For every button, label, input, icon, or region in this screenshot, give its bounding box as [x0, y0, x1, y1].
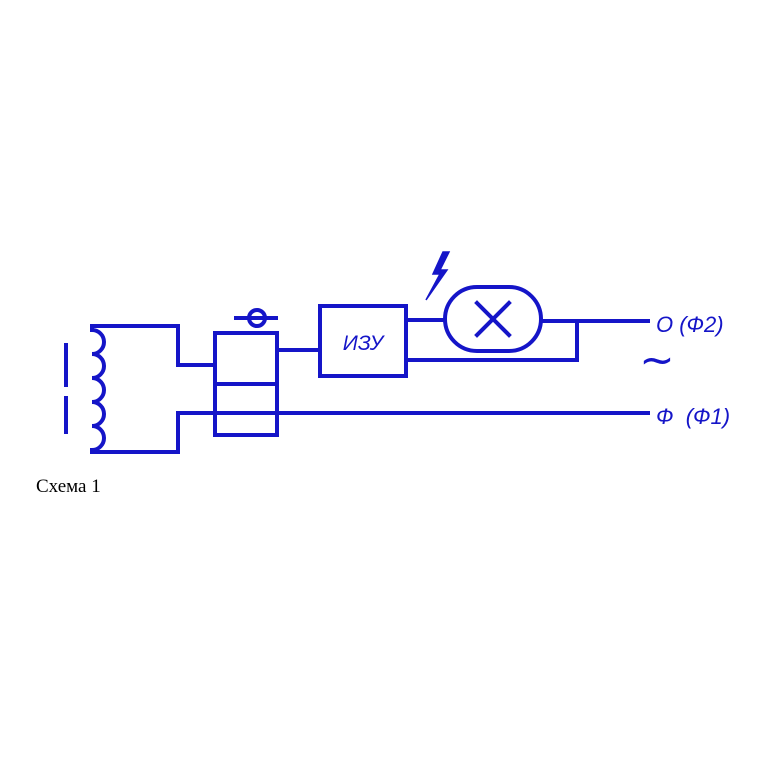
inductor-bottom-lead [90, 411, 217, 454]
choke-inductor [64, 324, 106, 453]
figure-caption: Схема 1 [36, 476, 101, 497]
lamp-symbol [443, 285, 543, 353]
terminal-phase-label: Ф (Ф1) [656, 404, 730, 429]
lightning-icon [425, 251, 451, 301]
izu-label: ИЗУ [343, 332, 386, 355]
izu-return-wire [404, 319, 579, 362]
push-button [234, 308, 278, 328]
switch-block [213, 331, 279, 437]
ac-symbol: ~ [639, 335, 674, 384]
terminal-neutral-label: О (Ф2) [656, 312, 724, 337]
inductor-top-lead [90, 324, 217, 367]
izu-block: ИЗУ [318, 304, 408, 378]
